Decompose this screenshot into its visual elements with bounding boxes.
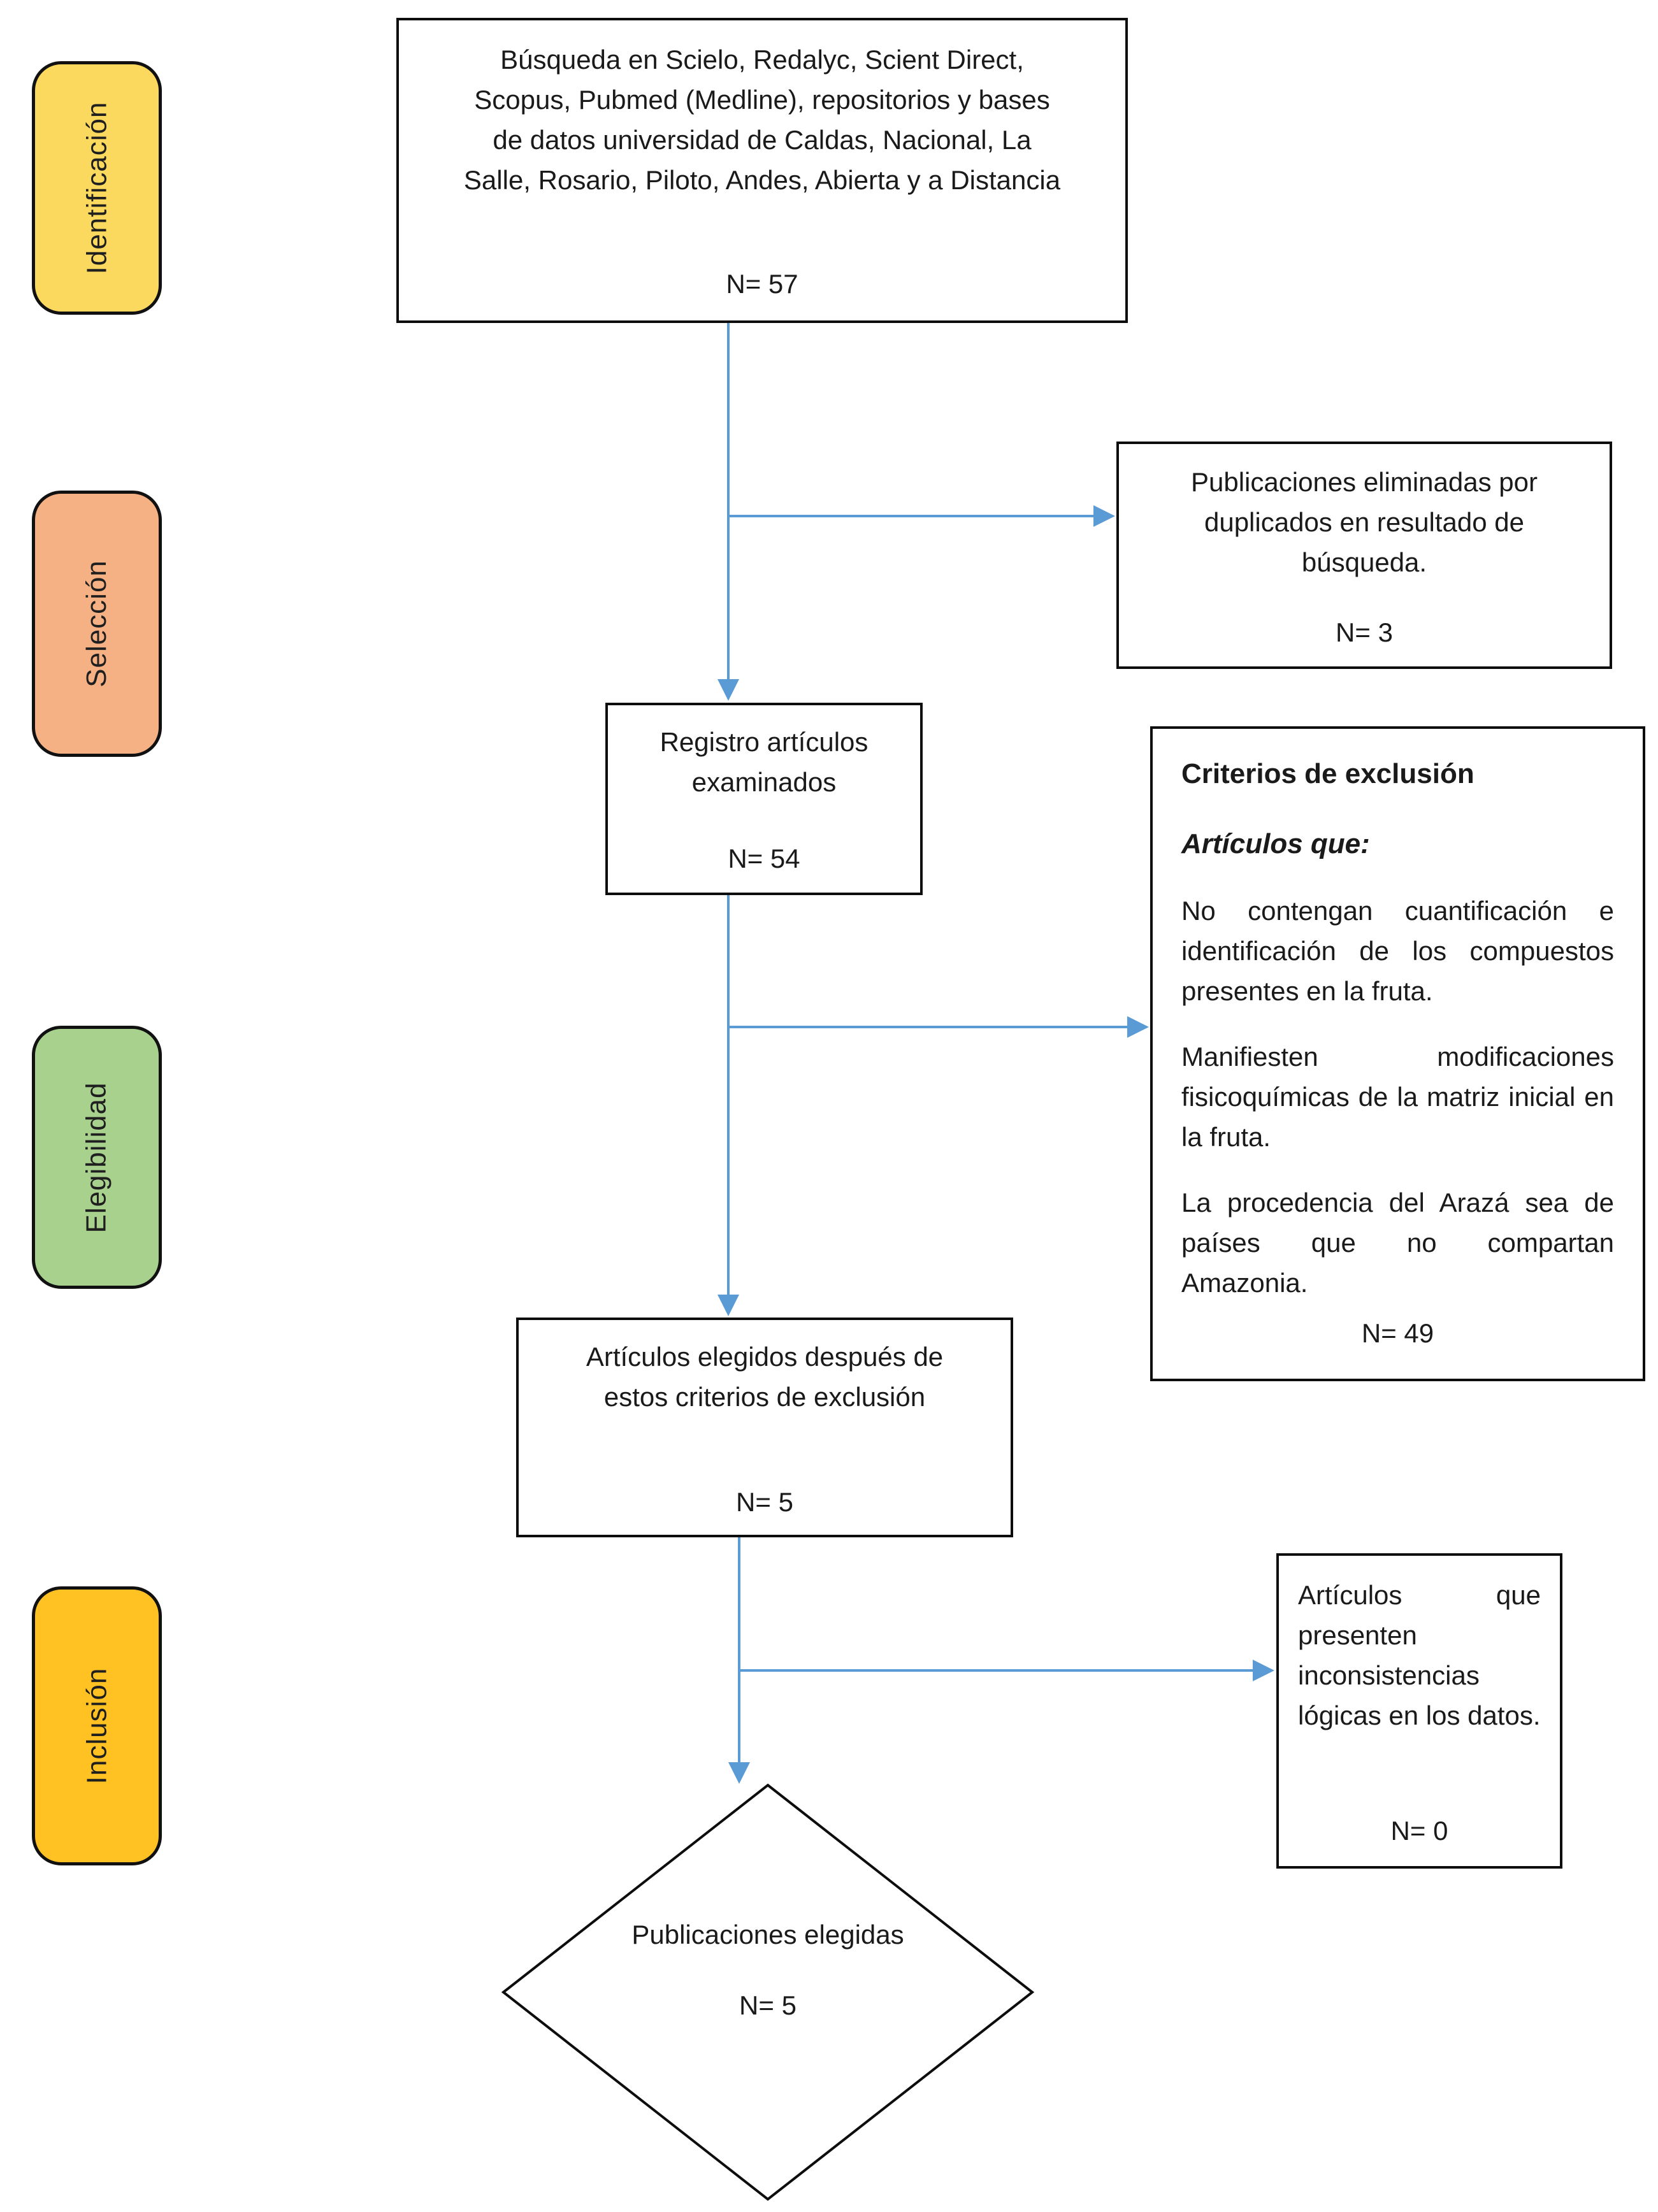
arrowhead-down-icon <box>717 1295 739 1316</box>
stage-label-identificacion: Identificación <box>81 101 113 275</box>
node-articles-after-exclusion: Artículos elegidos después de estos crit… <box>516 1318 1013 1537</box>
stage-pill-identificacion: Identificación <box>32 61 162 315</box>
connector-branch-to-exclusion <box>728 1026 1127 1028</box>
exclusion-criterion-item: La procedencia del Arazá sea de países q… <box>1181 1188 1614 1298</box>
stage-pill-elegibilidad: Elegibilidad <box>32 1026 162 1289</box>
node-logical-inconsistencies: Artículos que presenten inconsistencias … <box>1276 1553 1562 1869</box>
node-search-text: Búsqueda en Scielo, Redalyc, Scient Dire… <box>463 45 1061 195</box>
node-inconsistent-text: Artículos que presenten inconsistencias … <box>1298 1580 1541 1730</box>
exclusion-criteria-subtitle: Artículos que: <box>1181 828 1370 859</box>
arrowhead-right-icon <box>1253 1660 1274 1681</box>
stage-label-elegibilidad: Elegibilidad <box>81 1081 112 1233</box>
included-diamond-shape <box>501 1783 1035 2201</box>
node-search-count: N= 57 <box>726 269 798 299</box>
exclusion-criterion-item: No contengan cuantificación e identifica… <box>1181 896 1614 1006</box>
connector-eligible-to-included <box>738 1537 740 1763</box>
connector-branch-to-inconsistent <box>739 1669 1254 1672</box>
exclusion-criterion-item: Manifiesten modificaciones fisicoquímica… <box>1181 1042 1614 1152</box>
node-exclusion-criteria: Criterios de exclusión Artículos que: No… <box>1150 726 1645 1381</box>
arrowhead-down-icon <box>728 1762 750 1784</box>
node-duplicates-removed: Publicaciones eliminadas por duplicados … <box>1116 442 1612 669</box>
arrowhead-right-icon <box>1127 1016 1149 1038</box>
node-eligible-text: Artículos elegidos después de estos crit… <box>586 1342 944 1412</box>
node-eligible-count: N= 5 <box>736 1487 793 1517</box>
stage-label-inclusion: Inclusión <box>80 1667 112 1785</box>
node-screened-text: Registro artículos examinados <box>660 727 869 797</box>
stage-label-seleccion: Selección <box>81 560 112 687</box>
node-inconsistent-count: N= 0 <box>1390 1816 1448 1846</box>
arrowhead-right-icon <box>1093 505 1115 527</box>
stage-pill-seleccion: Selección <box>32 491 162 757</box>
arrowhead-down-icon <box>717 679 739 701</box>
connector-search-to-screened <box>727 323 730 681</box>
node-duplicates-count: N= 3 <box>1336 617 1393 647</box>
node-exclusion-count: N= 49 <box>1361 1318 1434 1348</box>
node-included-count: N= 5 <box>739 1990 797 2020</box>
connector-screened-to-eligible <box>727 895 730 1295</box>
node-publications-included: Publicaciones elegidas N= 5 <box>609 1914 927 2025</box>
exclusion-criteria-title: Criterios de exclusión <box>1181 758 1474 789</box>
node-search-sources: Búsqueda en Scielo, Redalyc, Scient Dire… <box>396 18 1128 323</box>
node-records-screened: Registro artículos examinados N= 54 <box>605 703 923 895</box>
connector-branch-to-duplicates <box>728 515 1095 517</box>
node-duplicates-text: Publicaciones eliminadas por duplicados … <box>1191 467 1538 577</box>
node-included-text: Publicaciones elegidas <box>631 1920 904 1950</box>
node-screened-count: N= 54 <box>728 844 800 873</box>
stage-pill-inclusion: Inclusión <box>32 1586 162 1865</box>
